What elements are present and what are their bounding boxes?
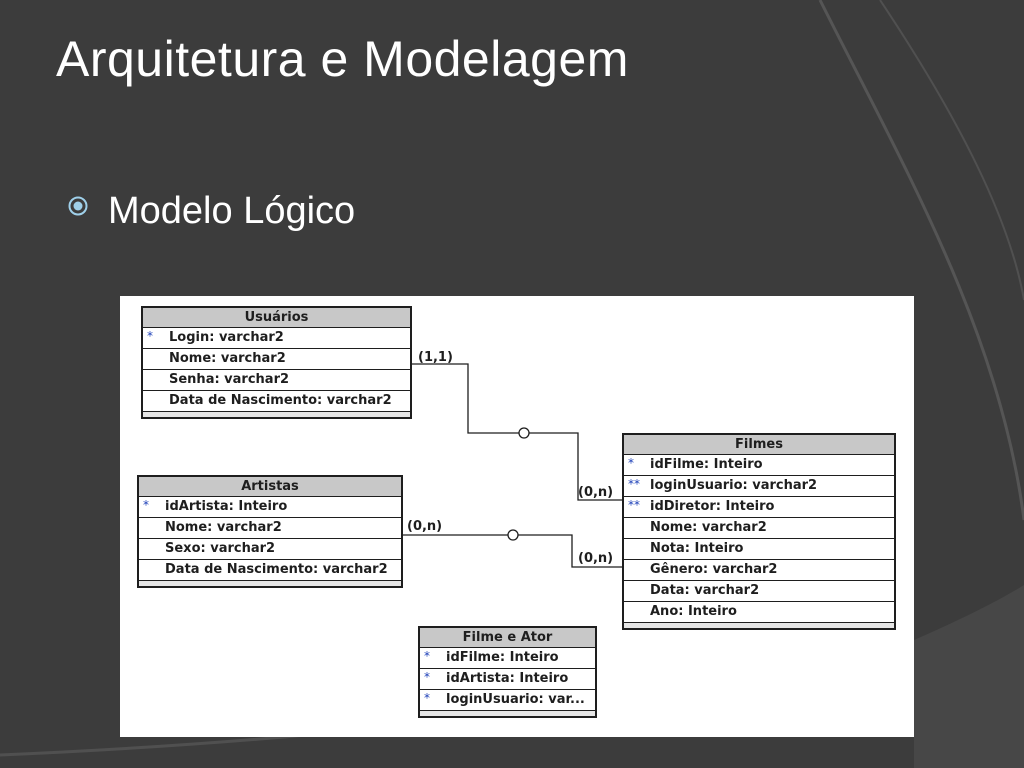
- attribute-text: idFilme: Inteiro: [446, 650, 559, 665]
- attribute-text: Nome: varchar2: [165, 520, 282, 535]
- entity-row: * idFilme: Inteiro: [420, 648, 595, 669]
- entity-footer: [420, 711, 595, 716]
- attribute-text: Nome: varchar2: [169, 351, 286, 366]
- attribute-text: Gênero: varchar2: [650, 562, 778, 577]
- entity-footer: [139, 581, 401, 586]
- key-marker: **: [628, 477, 640, 491]
- entity-row: ** idDiretor: Inteiro: [624, 497, 894, 518]
- entity-row: Nome: varchar2: [139, 518, 401, 539]
- entity-row: Sexo: varchar2: [139, 539, 401, 560]
- cardinality-label: (0,n): [578, 485, 614, 500]
- entity-filme-e-ator: Filme e Ator * idFilme: Inteiro * idArtist…: [418, 626, 597, 718]
- key-marker: *: [147, 329, 153, 343]
- key-marker: *: [424, 691, 430, 705]
- entity-row: Nome: varchar2: [624, 518, 894, 539]
- attribute-text: Senha: varchar2: [169, 372, 290, 387]
- attribute-text: Data de Nascimento: varchar2: [165, 562, 388, 577]
- key-marker: *: [424, 670, 430, 684]
- attribute-text: Data: varchar2: [650, 583, 760, 598]
- entity-row: * idFilme: Inteiro: [624, 455, 894, 476]
- cardinality-label: (0,n): [578, 551, 614, 566]
- entity-header: Artistas: [139, 477, 401, 497]
- entity-footer: [143, 412, 410, 417]
- attribute-text: Sexo: varchar2: [165, 541, 276, 556]
- slide-title: Arquitetura e Modelagem: [56, 31, 629, 87]
- attribute-text: Ano: Inteiro: [650, 604, 737, 619]
- attribute-text: idDiretor: Inteiro: [650, 499, 775, 514]
- entity-footer: [624, 623, 894, 628]
- attribute-text: idFilme: Inteiro: [650, 457, 763, 472]
- entity-row: Data de Nascimento: varchar2: [139, 560, 401, 581]
- entity-row: Data de Nascimento: varchar2: [143, 391, 410, 412]
- cardinality-label: (1,1): [418, 350, 453, 365]
- attribute-text: idArtista: Inteiro: [165, 499, 288, 514]
- entity-header: Filmes: [624, 435, 894, 455]
- attribute-text: Data de Nascimento: varchar2: [169, 393, 392, 408]
- entity-artistas: Artistas * idArtista: Inteiro Nome: varch…: [137, 475, 403, 588]
- attribute-text: idArtista: Inteiro: [446, 671, 569, 686]
- bullet-text: Modelo Lógico: [108, 190, 356, 232]
- entity-row: ** loginUsuario: varchar2: [624, 476, 894, 497]
- attribute-text: loginUsuario: var...: [446, 692, 585, 707]
- attribute-text: loginUsuario: varchar2: [650, 478, 818, 493]
- entity-row: * idArtista: Inteiro: [420, 669, 595, 690]
- key-marker: **: [628, 498, 640, 512]
- entity-row: Data: varchar2: [624, 581, 894, 602]
- entity-row: Gênero: varchar2: [624, 560, 894, 581]
- entity-row: Nome: varchar2: [143, 349, 410, 370]
- entity-row: Nota: Inteiro: [624, 539, 894, 560]
- attribute-text: Nome: varchar2: [650, 520, 767, 535]
- cardinality-label: (0,n): [407, 519, 443, 534]
- key-marker: *: [628, 456, 634, 470]
- entity-row: * Login: varchar2: [143, 328, 410, 349]
- entity-header: Usuários: [143, 308, 410, 328]
- bullet-icon: [68, 196, 88, 216]
- entity-row: * loginUsuario: var...: [420, 690, 595, 711]
- attribute-text: Login: varchar2: [169, 330, 284, 345]
- entity-row: Senha: varchar2: [143, 370, 410, 391]
- key-marker: *: [143, 498, 149, 512]
- entity-header: Filme e Ator: [420, 628, 595, 648]
- entity-usuarios: Usuários * Login: varchar2 Nome: varchar2…: [141, 306, 412, 419]
- attribute-text: Nota: Inteiro: [650, 541, 744, 556]
- key-marker: *: [424, 649, 430, 663]
- entity-row: Ano: Inteiro: [624, 602, 894, 623]
- entity-filmes: Filmes * idFilme: Inteiro ** loginUsuario:…: [622, 433, 896, 630]
- entity-row: * idArtista: Inteiro: [139, 497, 401, 518]
